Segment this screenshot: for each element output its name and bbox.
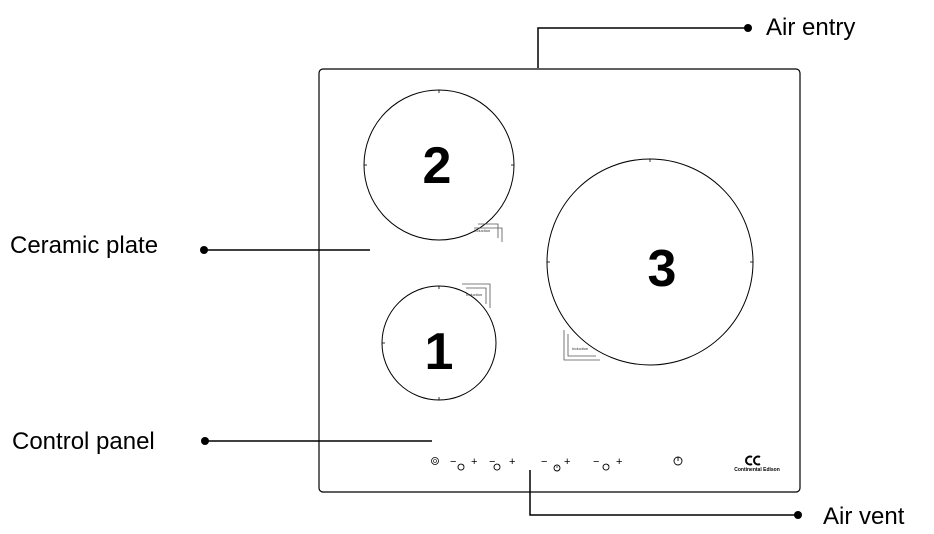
zone-3-minus-button[interactable]: −	[593, 456, 599, 468]
zone-2-induction-tag: Induction	[474, 228, 490, 233]
timer-minus-button[interactable]: −	[541, 456, 547, 468]
timer-icon	[553, 464, 561, 472]
zone-1-indicator-icon	[457, 463, 465, 471]
hob-plate-outline	[318, 68, 801, 493]
zone-2-minus-button[interactable]: −	[489, 456, 495, 468]
brand-name: Continental Edison	[734, 467, 780, 473]
ceramic-plate-label: Ceramic plate	[10, 232, 158, 259]
zone-3-number: 3	[648, 240, 677, 298]
zone-1-plus-button[interactable]: +	[471, 456, 477, 468]
air-entry-leader-line	[537, 27, 748, 68]
cooking-zone-2: Induction 2	[363, 89, 515, 242]
zone-2-indicator-icon	[493, 463, 501, 471]
cooking-zone-1: Induction 1	[381, 283, 497, 401]
zone-1-minus-button[interactable]: −	[450, 456, 456, 468]
lock-icon[interactable]	[431, 457, 439, 465]
control-panel: − + − + − + − + Continental Edison	[431, 455, 780, 473]
lock-icon-inner	[433, 459, 437, 463]
timer-plus-button[interactable]: +	[564, 456, 570, 468]
air-vent-leader-line	[529, 470, 798, 516]
brand-logo-icon	[745, 455, 761, 466]
air-vent-label: Air vent	[823, 503, 905, 530]
cooking-zone-3: Induction 3	[546, 158, 754, 366]
air-entry-dot	[744, 24, 752, 32]
zone-2-plus-button[interactable]: +	[509, 456, 515, 468]
zone-3-induction-tag: Induction	[572, 346, 588, 351]
zone-3-indicator-icon	[602, 463, 610, 471]
zone-2-number: 2	[423, 137, 452, 195]
zone-3-plus-button[interactable]: +	[616, 456, 622, 468]
air-entry-label: Air entry	[766, 14, 855, 41]
zone-1-induction-tag: Induction	[466, 292, 482, 297]
zone-1-number: 1	[425, 323, 454, 381]
air-vent-dot	[794, 511, 802, 519]
control-panel-label: Control panel	[12, 428, 155, 455]
